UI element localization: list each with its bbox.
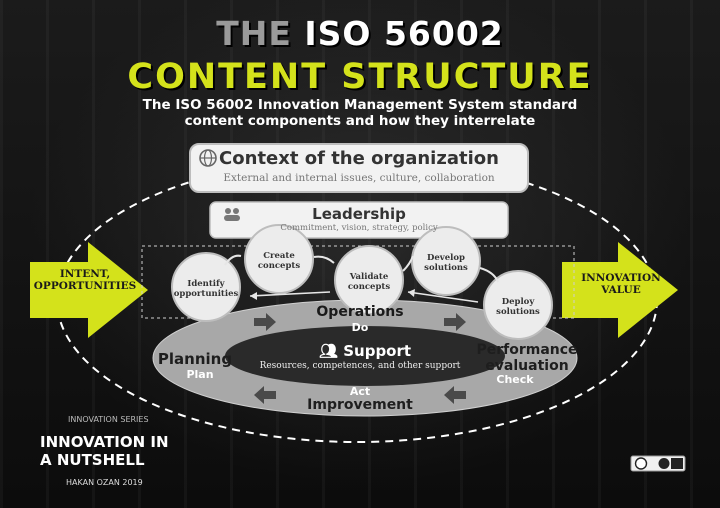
- deploy-line-2: solutions: [496, 307, 540, 317]
- support-band: [225, 326, 505, 386]
- validate-concepts-label: Validate concepts: [329, 272, 409, 292]
- subtitle-line-1: The ISO 56002 Innovation Management Syst…: [142, 97, 578, 113]
- brand-line-2: A NUTSHELL: [40, 451, 145, 469]
- input-label-line-1: INTENT,: [59, 268, 111, 280]
- pdca-arrow-icon: [444, 386, 466, 404]
- feedback-arrow-icon: [249, 291, 331, 297]
- flow-arrow-icon: [402, 255, 414, 272]
- flow-arrow-icon: [224, 254, 242, 266]
- leadership-title: Leadership: [312, 205, 406, 223]
- check-label: Check: [496, 373, 534, 386]
- output-label: INNOVATION VALUE: [566, 272, 676, 296]
- create-concepts-label: Create concepts: [239, 251, 319, 271]
- flow-arrow-icon: [313, 255, 335, 264]
- operations-label: Operations: [316, 304, 404, 320]
- develop-line-2: solutions: [424, 263, 468, 273]
- develop-solutions-label: Develop solutions: [406, 253, 486, 273]
- output-label-line-1: INNOVATION: [581, 272, 661, 284]
- flow-arrow-icon: [479, 267, 499, 283]
- bubble-create-concepts: [244, 224, 314, 294]
- bubble-deploy-solutions: [483, 270, 553, 340]
- subtitle-line-2: content components and how they interrel…: [184, 113, 536, 129]
- input-label: INTENT, OPPORTUNITIES: [30, 268, 140, 292]
- cc-logo-icon: [634, 457, 648, 470]
- title-word-the: THE: [216, 14, 292, 53]
- output-label-line-2: VALUE: [601, 284, 641, 296]
- subtitle: The ISO 56002 Innovation Management Syst…: [0, 97, 720, 129]
- input-label-line-2: OPPORTUNITIES: [33, 280, 137, 292]
- pdca-arrow-icon: [444, 313, 466, 331]
- title-word-iso: ISO 56002: [304, 14, 504, 53]
- planning-label: Planning: [157, 350, 233, 368]
- do-label: Do: [351, 321, 369, 334]
- pdca-arrow-icon: [254, 313, 276, 331]
- identify-opportunities-label: Identify opportunities: [166, 279, 246, 299]
- create-line-2: concepts: [257, 261, 301, 271]
- author-credit: HAKAN OZAN 2019: [66, 478, 143, 487]
- context-title: Context of the organization: [219, 148, 499, 169]
- deploy-line-1: Deploy: [501, 297, 535, 307]
- feedback-arrowhead-icon: [408, 289, 415, 297]
- input-arrow: [30, 242, 148, 338]
- validate-line-2: concepts: [347, 282, 391, 292]
- series-label: INNOVATION SERIES: [68, 415, 149, 424]
- context-box: [189, 143, 529, 193]
- bubble-develop-solutions: [411, 226, 481, 296]
- support-subtitle: Resources, competences, and other suppor…: [259, 361, 461, 371]
- create-line-1: Create: [263, 251, 295, 261]
- brand-line-1: INNOVATION IN: [40, 433, 169, 451]
- feedback-arrow-icon: [407, 291, 479, 303]
- title-line-2: CONTENT STRUCTURE: [127, 57, 593, 97]
- support-title-text: Support: [343, 342, 412, 360]
- cc-by-icon: [658, 458, 670, 469]
- title-line-1: THE ISO 56002: [0, 14, 720, 53]
- bubble-identify-opportunities: [171, 252, 241, 322]
- support-title: 👥︎ Support: [315, 342, 415, 360]
- output-arrow: [562, 242, 678, 338]
- people-icon: 👥︎: [318, 342, 338, 360]
- validate-line-1: Validate: [349, 272, 389, 282]
- brand-logo: INNOVATION IN A NUTSHELL: [40, 433, 169, 469]
- people-icon: [224, 208, 240, 221]
- pdca-arrow-icon: [254, 386, 276, 404]
- feedback-arrowhead-icon: [250, 292, 257, 300]
- deploy-solutions-label: Deploy solutions: [478, 297, 558, 317]
- context-subtitle: External and internal issues, culture, c…: [223, 172, 495, 184]
- develop-line-1: Develop: [427, 253, 465, 263]
- plan-label: Plan: [186, 368, 214, 381]
- bubble-validate-concepts: [334, 245, 404, 315]
- identify-line-2: opportunities: [173, 289, 239, 299]
- identify-line-1: Identify: [187, 279, 225, 289]
- cc-by-bar-icon: [671, 458, 683, 469]
- act-label: Act: [349, 385, 371, 398]
- improvement-label: Improvement: [307, 397, 413, 413]
- performance-evaluation-label: Performance evaluation: [476, 342, 578, 374]
- leadership-subtitle: Commitment, vision, strategy, policy: [280, 223, 438, 233]
